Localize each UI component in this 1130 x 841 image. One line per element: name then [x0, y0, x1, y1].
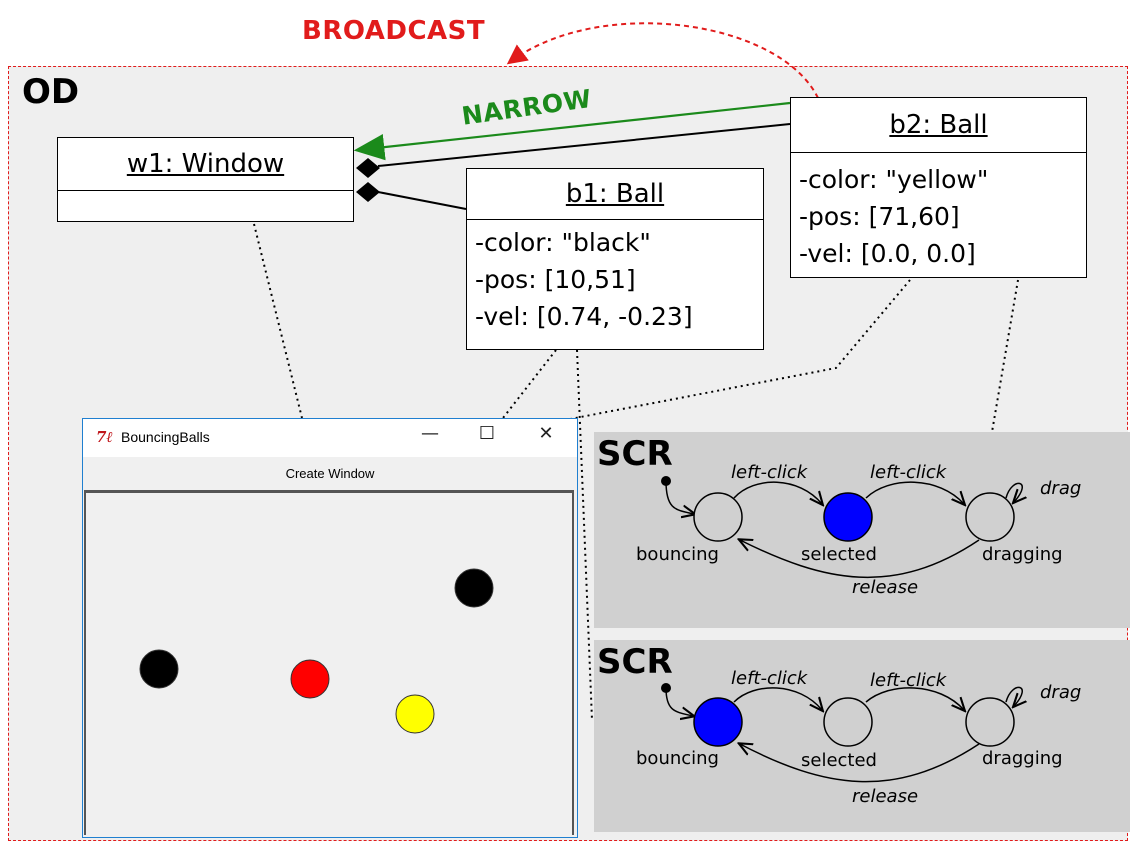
object-b1-name: b1: Ball: [467, 169, 763, 220]
transition-left-click-2: left-click: [870, 462, 947, 483]
transition-left-click-2: left-click: [870, 670, 947, 691]
object-b2: b2: Ball -color: "yellow" -pos: [71,60] …: [790, 97, 1087, 278]
state-label-dragging: dragging: [982, 544, 1063, 565]
transition-left-click-1: left-click: [731, 668, 808, 689]
narrow-arrow: [353, 101, 791, 161]
state-label-selected: selected: [801, 750, 877, 771]
attr-vel: -vel: [0.74, -0.23]: [475, 302, 693, 331]
broadcast-arrow: [506, 22, 819, 99]
object-b1: b1: Ball -color: "black" -pos: [10,51] -…: [466, 168, 764, 350]
ball-black-right: [454, 568, 494, 608]
scr-1-title: SCR: [597, 434, 673, 474]
ball-yellow: [395, 694, 435, 734]
object-b1-attributes: -color: "black" -pos: [10,51] -vel: [0.7…: [467, 220, 763, 335]
transition-release: release: [852, 577, 919, 598]
object-b2-name: b2: Ball: [791, 98, 1086, 153]
composition-diamond-b1: [356, 182, 380, 202]
composition-w1-b1: [377, 191, 467, 210]
ball-layer: [139, 568, 494, 734]
attr-vel: -vel: [0.0, 0.0]: [799, 239, 976, 268]
state-label-bouncing: bouncing: [636, 748, 719, 769]
ball-red: [290, 659, 330, 699]
scr-2-diagram: [661, 683, 1130, 783]
od-label: OD: [22, 72, 80, 112]
attr-color: -color: "yellow": [799, 165, 989, 194]
attr-pos: -pos: [10,51]: [475, 265, 636, 294]
trace-b2-yellow-ball: [427, 279, 911, 691]
ball-black-left: [139, 649, 179, 689]
state-selected: [823, 697, 873, 747]
object-w1-name: w1: Window: [58, 138, 353, 191]
scr-1-diagram: [661, 476, 1130, 579]
state-label-bouncing: bouncing: [636, 544, 719, 565]
trace-b1-scr2: [576, 349, 593, 721]
maximize-button[interactable]: ☐: [478, 423, 496, 444]
state-label-selected: selected: [801, 544, 877, 565]
scr-2-title: SCR: [597, 642, 673, 682]
broadcast-label: BROADCAST: [302, 16, 486, 46]
close-button[interactable]: ✕: [538, 423, 554, 444]
composition-diamond-b2: [356, 158, 380, 178]
scr-panel-2: SCR left-click left-click drag bouncing …: [594, 640, 1130, 832]
transition-release: release: [852, 786, 919, 807]
state-selected: [823, 492, 873, 542]
menu-bar: Create Window: [83, 457, 577, 489]
tk-feather-icon: 7ℓ: [96, 428, 113, 446]
create-window-menu[interactable]: Create Window: [285, 466, 375, 481]
state-bouncing: [693, 697, 743, 747]
state-dragging: [965, 492, 1015, 542]
transition-drag: drag: [1040, 682, 1082, 703]
scr-panel-1: SCR left-click left-click drag bouncing …: [594, 432, 1130, 628]
object-w1: w1: Window: [57, 137, 354, 222]
composition-w1-b2: [377, 123, 791, 167]
object-b2-attributes: -color: "yellow" -pos: [71,60] -vel: [0.…: [791, 153, 1086, 272]
state-dragging: [965, 697, 1015, 747]
ball-canvas[interactable]: [84, 490, 574, 835]
window-title: BouncingBalls: [121, 429, 210, 445]
minimize-button[interactable]: —: [421, 423, 439, 444]
trace-b2-scr1: [991, 279, 1019, 433]
trace-w1-window: [253, 223, 303, 419]
bouncing-balls-window: 7ℓ BouncingBalls — ☐ ✕ Create Window: [82, 418, 578, 838]
transition-left-click-1: left-click: [731, 462, 808, 483]
attr-pos: -pos: [71,60]: [799, 202, 960, 231]
state-label-dragging: dragging: [982, 748, 1063, 769]
state-bouncing: [693, 492, 743, 542]
attr-color: -color: "black": [475, 228, 651, 257]
transition-drag: drag: [1040, 478, 1082, 499]
title-bar[interactable]: 7ℓ BouncingBalls — ☐ ✕: [83, 419, 577, 457]
